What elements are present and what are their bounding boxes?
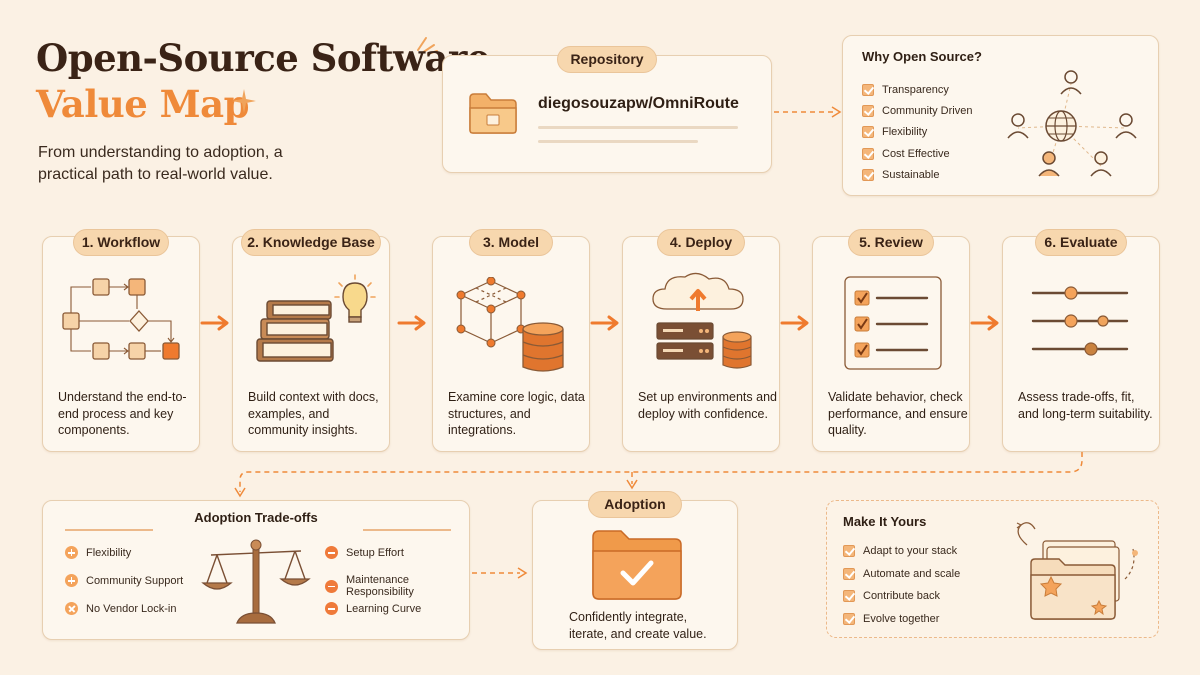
- step-description: Validate behavior, check performance, an…: [828, 390, 968, 437]
- arrow-right-icon: [200, 315, 229, 331]
- pro-item: Community Support: [65, 574, 183, 587]
- repository-label: Repository: [557, 46, 657, 73]
- benefit-item: Sustainable: [862, 169, 940, 181]
- flowchart-icon: [62, 278, 180, 360]
- step-card-model: 3. Model Examine core logic, data struct…: [432, 229, 590, 452]
- customization-item: Adapt to your stack: [843, 545, 957, 557]
- pro-item: Flexibility: [65, 546, 131, 559]
- step-card-evaluate: 6. Evaluate Assess trade-offs, fit, and …: [1002, 229, 1160, 452]
- page-title-accent: Value Map: [36, 82, 249, 126]
- customization-item: Contribute back: [843, 590, 940, 602]
- connector-arrow: [774, 106, 842, 118]
- checkbox-icon: [862, 84, 874, 96]
- con-item: Setup Effort: [325, 546, 404, 559]
- step-label: 6. Evaluate: [1035, 229, 1127, 256]
- step-card-deploy: 4. Deploy Set up environments and deploy…: [622, 229, 780, 452]
- step-label: 5. Review: [848, 229, 934, 256]
- adoption-label: Adoption: [588, 491, 682, 518]
- arrow-right-icon: [590, 315, 619, 331]
- folder-stars-icon: [1016, 522, 1138, 620]
- checkbox-icon: [843, 568, 855, 580]
- adoption-card: Adoption Confidently integrate, iterate,…: [532, 491, 738, 650]
- step-description: Set up environments and deploy with conf…: [638, 390, 777, 421]
- checklist-icon: [844, 276, 942, 370]
- customization-item: Evolve together: [843, 613, 939, 625]
- checkbox-icon: [843, 613, 855, 625]
- balance-scale-icon: [201, 539, 311, 624]
- step-card-review: 5. Review Validate behavior, check perfo…: [812, 229, 970, 452]
- benefit-item: Transparency: [862, 84, 949, 96]
- make-it-yours-title: Make It Yours: [843, 514, 927, 529]
- minus-icon: [325, 602, 338, 615]
- community-network-icon: [1007, 70, 1137, 177]
- con-item: Maintenance Responsibility: [325, 574, 469, 598]
- folder-icon: [469, 93, 517, 134]
- arrow-right-icon: [397, 315, 426, 331]
- why-open-source-card: Why Open Source? Transparency Community …: [842, 35, 1159, 196]
- arrow-right-icon: [780, 315, 809, 331]
- page-subtitle: From understanding to adoption, a practi…: [38, 144, 283, 183]
- connector-arrow: [472, 567, 528, 579]
- make-it-yours-card: Make It Yours Adapt to your stack Automa…: [826, 500, 1159, 638]
- page-title: Open-Source Software: [36, 36, 490, 80]
- why-open-source-title: Why Open Source?: [862, 49, 982, 64]
- checkbox-icon: [843, 590, 855, 602]
- tradeoffs-title: Adoption Trade-offs: [194, 510, 318, 525]
- step-label: 3. Model: [469, 229, 553, 256]
- step-label: 2. Knowledge Base: [241, 229, 381, 256]
- benefit-item: Cost Effective: [862, 148, 950, 160]
- adoption-tradeoffs-card: Adoption Trade-offs Flexibility Communit…: [42, 500, 470, 640]
- checkbox-icon: [862, 169, 874, 181]
- sparkle-icon: [417, 37, 438, 55]
- cube-database-icon: [456, 277, 564, 372]
- step-description: Build context with docs, examples, and c…: [248, 390, 379, 437]
- minus-icon: [325, 546, 338, 559]
- sliders-icon: [1031, 286, 1129, 356]
- minus-icon: [325, 579, 338, 593]
- step-description: Understand the end-to-end process and ke…: [58, 390, 187, 437]
- step-label: 4. Deploy: [657, 229, 745, 256]
- x-icon: [65, 602, 78, 615]
- checkbox-icon: [843, 545, 855, 557]
- checkbox-icon: [862, 126, 874, 138]
- con-item: Learning Curve: [325, 602, 421, 615]
- plus-icon: [65, 574, 78, 587]
- benefit-item: Community Driven: [862, 105, 972, 117]
- pro-item: No Vendor Lock-in: [65, 602, 177, 615]
- step-label: 1. Workflow: [73, 229, 169, 256]
- checkbox-icon: [862, 105, 874, 117]
- repository-name[interactable]: diegosouzapw/OmniRoute: [538, 95, 739, 112]
- customization-item: Automate and scale: [843, 568, 960, 580]
- step-description: Assess trade-offs, fit, and long-term su…: [1018, 390, 1153, 421]
- flow-connector: [234, 452, 1083, 498]
- step-description: Examine core logic, data structures, and…: [448, 390, 585, 437]
- step-card-workflow: 1. Workflow Understand the end-to-end pr…: [42, 229, 200, 452]
- books-lightbulb-icon: [256, 274, 376, 362]
- arrow-right-icon: [970, 315, 999, 331]
- adoption-description: Confidently integrate, iterate, and crea…: [569, 610, 707, 641]
- step-card-knowledge-base: 2. Knowledge Base Build context with doc…: [232, 229, 390, 452]
- benefit-item: Flexibility: [862, 126, 927, 138]
- folder-check-icon: [592, 530, 682, 600]
- repository-card: Repository diegosouzapw/OmniRoute: [442, 46, 772, 173]
- cloud-server-icon: [652, 272, 752, 369]
- sparkle-icon: [232, 89, 256, 113]
- checkbox-icon: [862, 148, 874, 160]
- plus-icon: [65, 546, 78, 559]
